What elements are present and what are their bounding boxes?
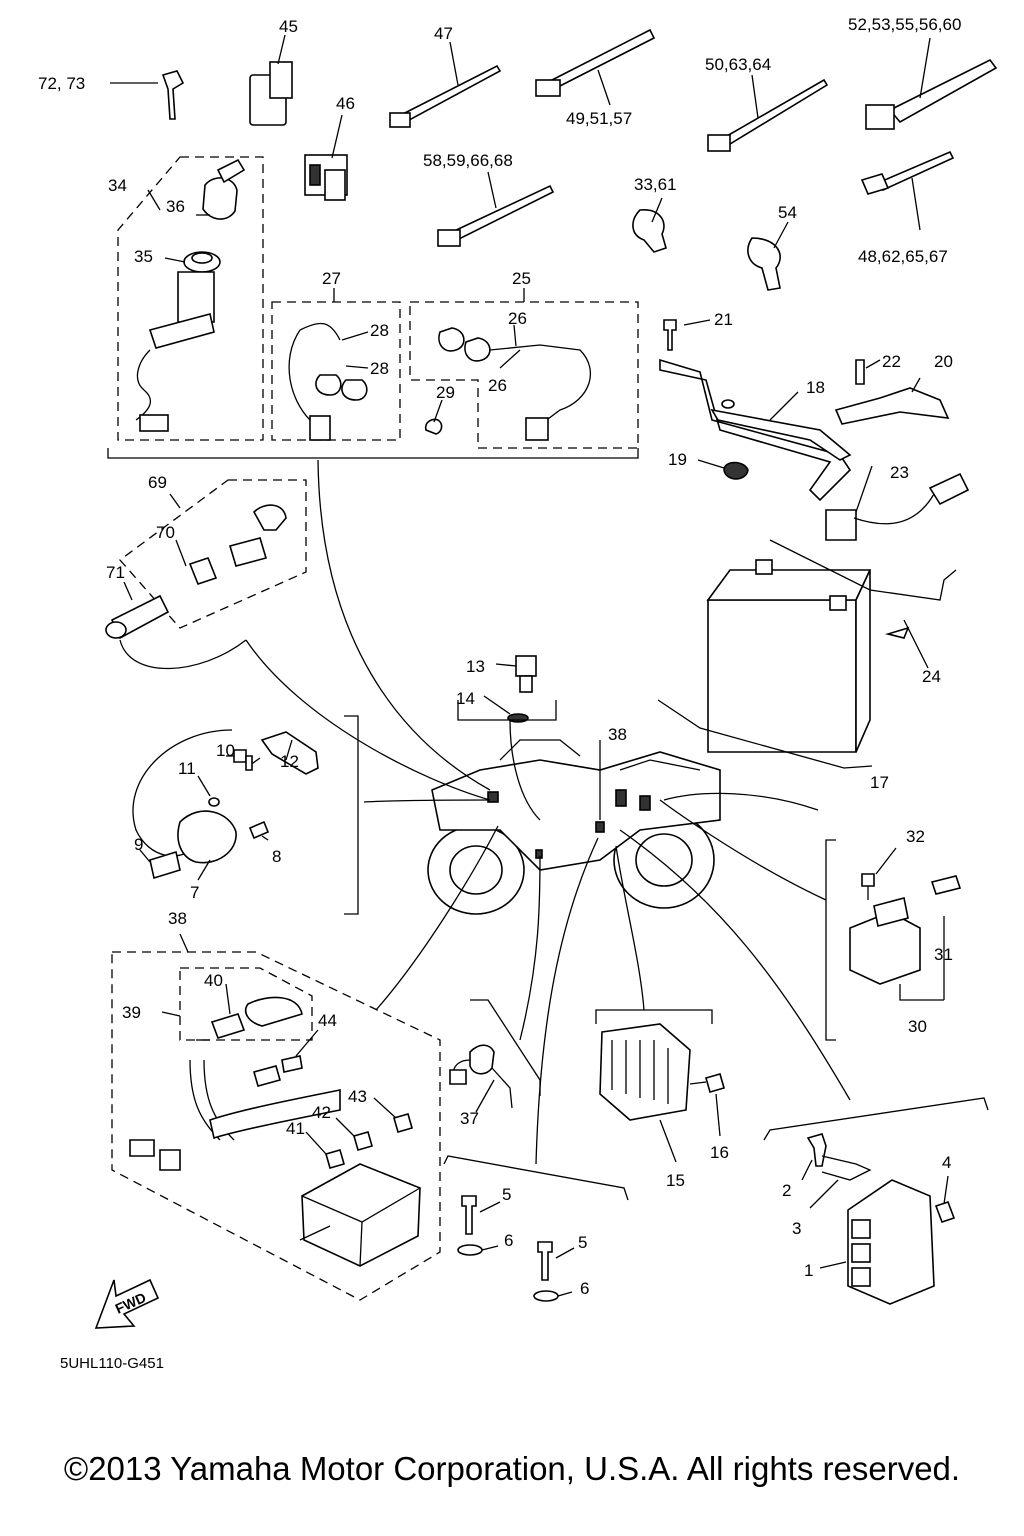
callout: 21: [714, 310, 733, 329]
callout: 13: [466, 657, 485, 676]
relay-part: [304, 114, 348, 201]
callout: 49,51,57: [566, 109, 632, 128]
callout: 23: [890, 463, 909, 482]
callout: 16: [710, 1143, 729, 1162]
callout: 44: [318, 1011, 337, 1030]
neutral-switch-group: [449, 999, 541, 1113]
sensor-part: [457, 655, 557, 723]
callout: 9: [134, 835, 143, 854]
sub-lead-group: [271, 288, 401, 441]
callout: 41: [286, 1119, 305, 1138]
callout: 38: [608, 725, 627, 744]
clip-part: [747, 221, 789, 291]
coupler-part: [249, 34, 293, 126]
callout: 4: [942, 1153, 951, 1172]
callout: 58,59,66,68: [423, 151, 513, 170]
leader-lines: [245, 459, 851, 1165]
callout: 6: [580, 1279, 589, 1298]
cable-tie-part: [389, 41, 502, 128]
callout: 10: [216, 741, 235, 760]
rectifier-group: [595, 1009, 725, 1163]
callout: 20: [934, 352, 953, 371]
callout: 26: [488, 376, 507, 395]
callout: 50,63,64: [705, 55, 771, 74]
callout: 15: [666, 1171, 685, 1190]
callout: 48,62,65,67: [858, 247, 948, 266]
callout: 12: [280, 752, 299, 771]
callout: 7: [190, 883, 199, 902]
callout: 42: [312, 1103, 331, 1122]
callout: 26: [508, 309, 527, 328]
callout: 22: [882, 352, 901, 371]
callout: 33,61: [634, 175, 677, 194]
bolt-group: [443, 1155, 629, 1302]
callout: 27: [322, 269, 341, 288]
tie-part: [860, 150, 955, 231]
callout: 29: [436, 383, 455, 402]
callout: 34: [108, 176, 127, 195]
callout: 36: [166, 197, 185, 216]
callout: 19: [668, 450, 687, 469]
callout-labels: 45 47 52,53,55,56,60 72, 73 46 49,51,57 …: [38, 15, 961, 1298]
callout: 38: [168, 909, 187, 928]
callout: 47: [434, 24, 453, 43]
cdi-unit-group: [763, 1097, 989, 1305]
callout: 54: [778, 203, 797, 222]
callout: 25: [512, 269, 531, 288]
dc-socket-group: [105, 479, 307, 670]
callout: 14: [456, 689, 475, 708]
cable-tie-part: [437, 171, 555, 247]
callout: 71: [106, 563, 125, 582]
main-switch-group: [117, 156, 264, 441]
clip-part: [632, 197, 667, 253]
callout: 5: [502, 1185, 511, 1204]
callout: 70: [156, 523, 175, 542]
callout: 37: [460, 1109, 479, 1128]
callout: 28: [370, 321, 389, 340]
callout: 6: [504, 1231, 513, 1250]
diagram-code: 5UHL110-G451: [60, 1355, 164, 1372]
band-part: [535, 28, 656, 106]
starter-relay-group: [825, 839, 962, 1041]
fwd-label: FWD: [113, 1289, 149, 1317]
callout: 43: [348, 1087, 367, 1106]
group-brace: [107, 448, 639, 459]
callout: 28: [370, 359, 389, 378]
callout: 45: [279, 17, 298, 36]
wire-lead-group: [409, 288, 639, 449]
wire-harness-group: [111, 933, 441, 1301]
callout: 69: [148, 473, 167, 492]
callout: 18: [806, 378, 825, 397]
callout: 46: [336, 94, 355, 113]
fwd-arrow: FWD: [94, 1278, 160, 1329]
copyright-notice: ©2013 Yamaha Motor Corporation, U.S.A. A…: [63, 1450, 961, 1487]
callout: 8: [272, 847, 281, 866]
callout: 35: [134, 247, 153, 266]
battery: [657, 465, 970, 769]
callout: 5: [578, 1233, 587, 1252]
battery-bracket: [659, 319, 950, 502]
key-part: [110, 70, 185, 120]
callout: 30: [908, 1017, 927, 1036]
callout: 72, 73: [38, 74, 85, 93]
ignition-coil-group: [132, 715, 359, 915]
callout: 1: [804, 1261, 813, 1280]
callout: 32: [906, 827, 925, 846]
callout: 3: [792, 1219, 801, 1238]
callout: 2: [782, 1181, 791, 1200]
callout: 52,53,55,56,60: [848, 15, 961, 34]
atv-vehicle: [427, 739, 721, 915]
callout: 39: [122, 1003, 141, 1022]
callout: 11: [178, 759, 196, 778]
callout: 31: [934, 945, 953, 964]
clamp-band-part: [865, 37, 998, 130]
callout: 40: [204, 971, 223, 990]
callout: 24: [922, 667, 941, 686]
cable-tie-part: [707, 74, 829, 152]
callout: 17: [870, 773, 889, 792]
